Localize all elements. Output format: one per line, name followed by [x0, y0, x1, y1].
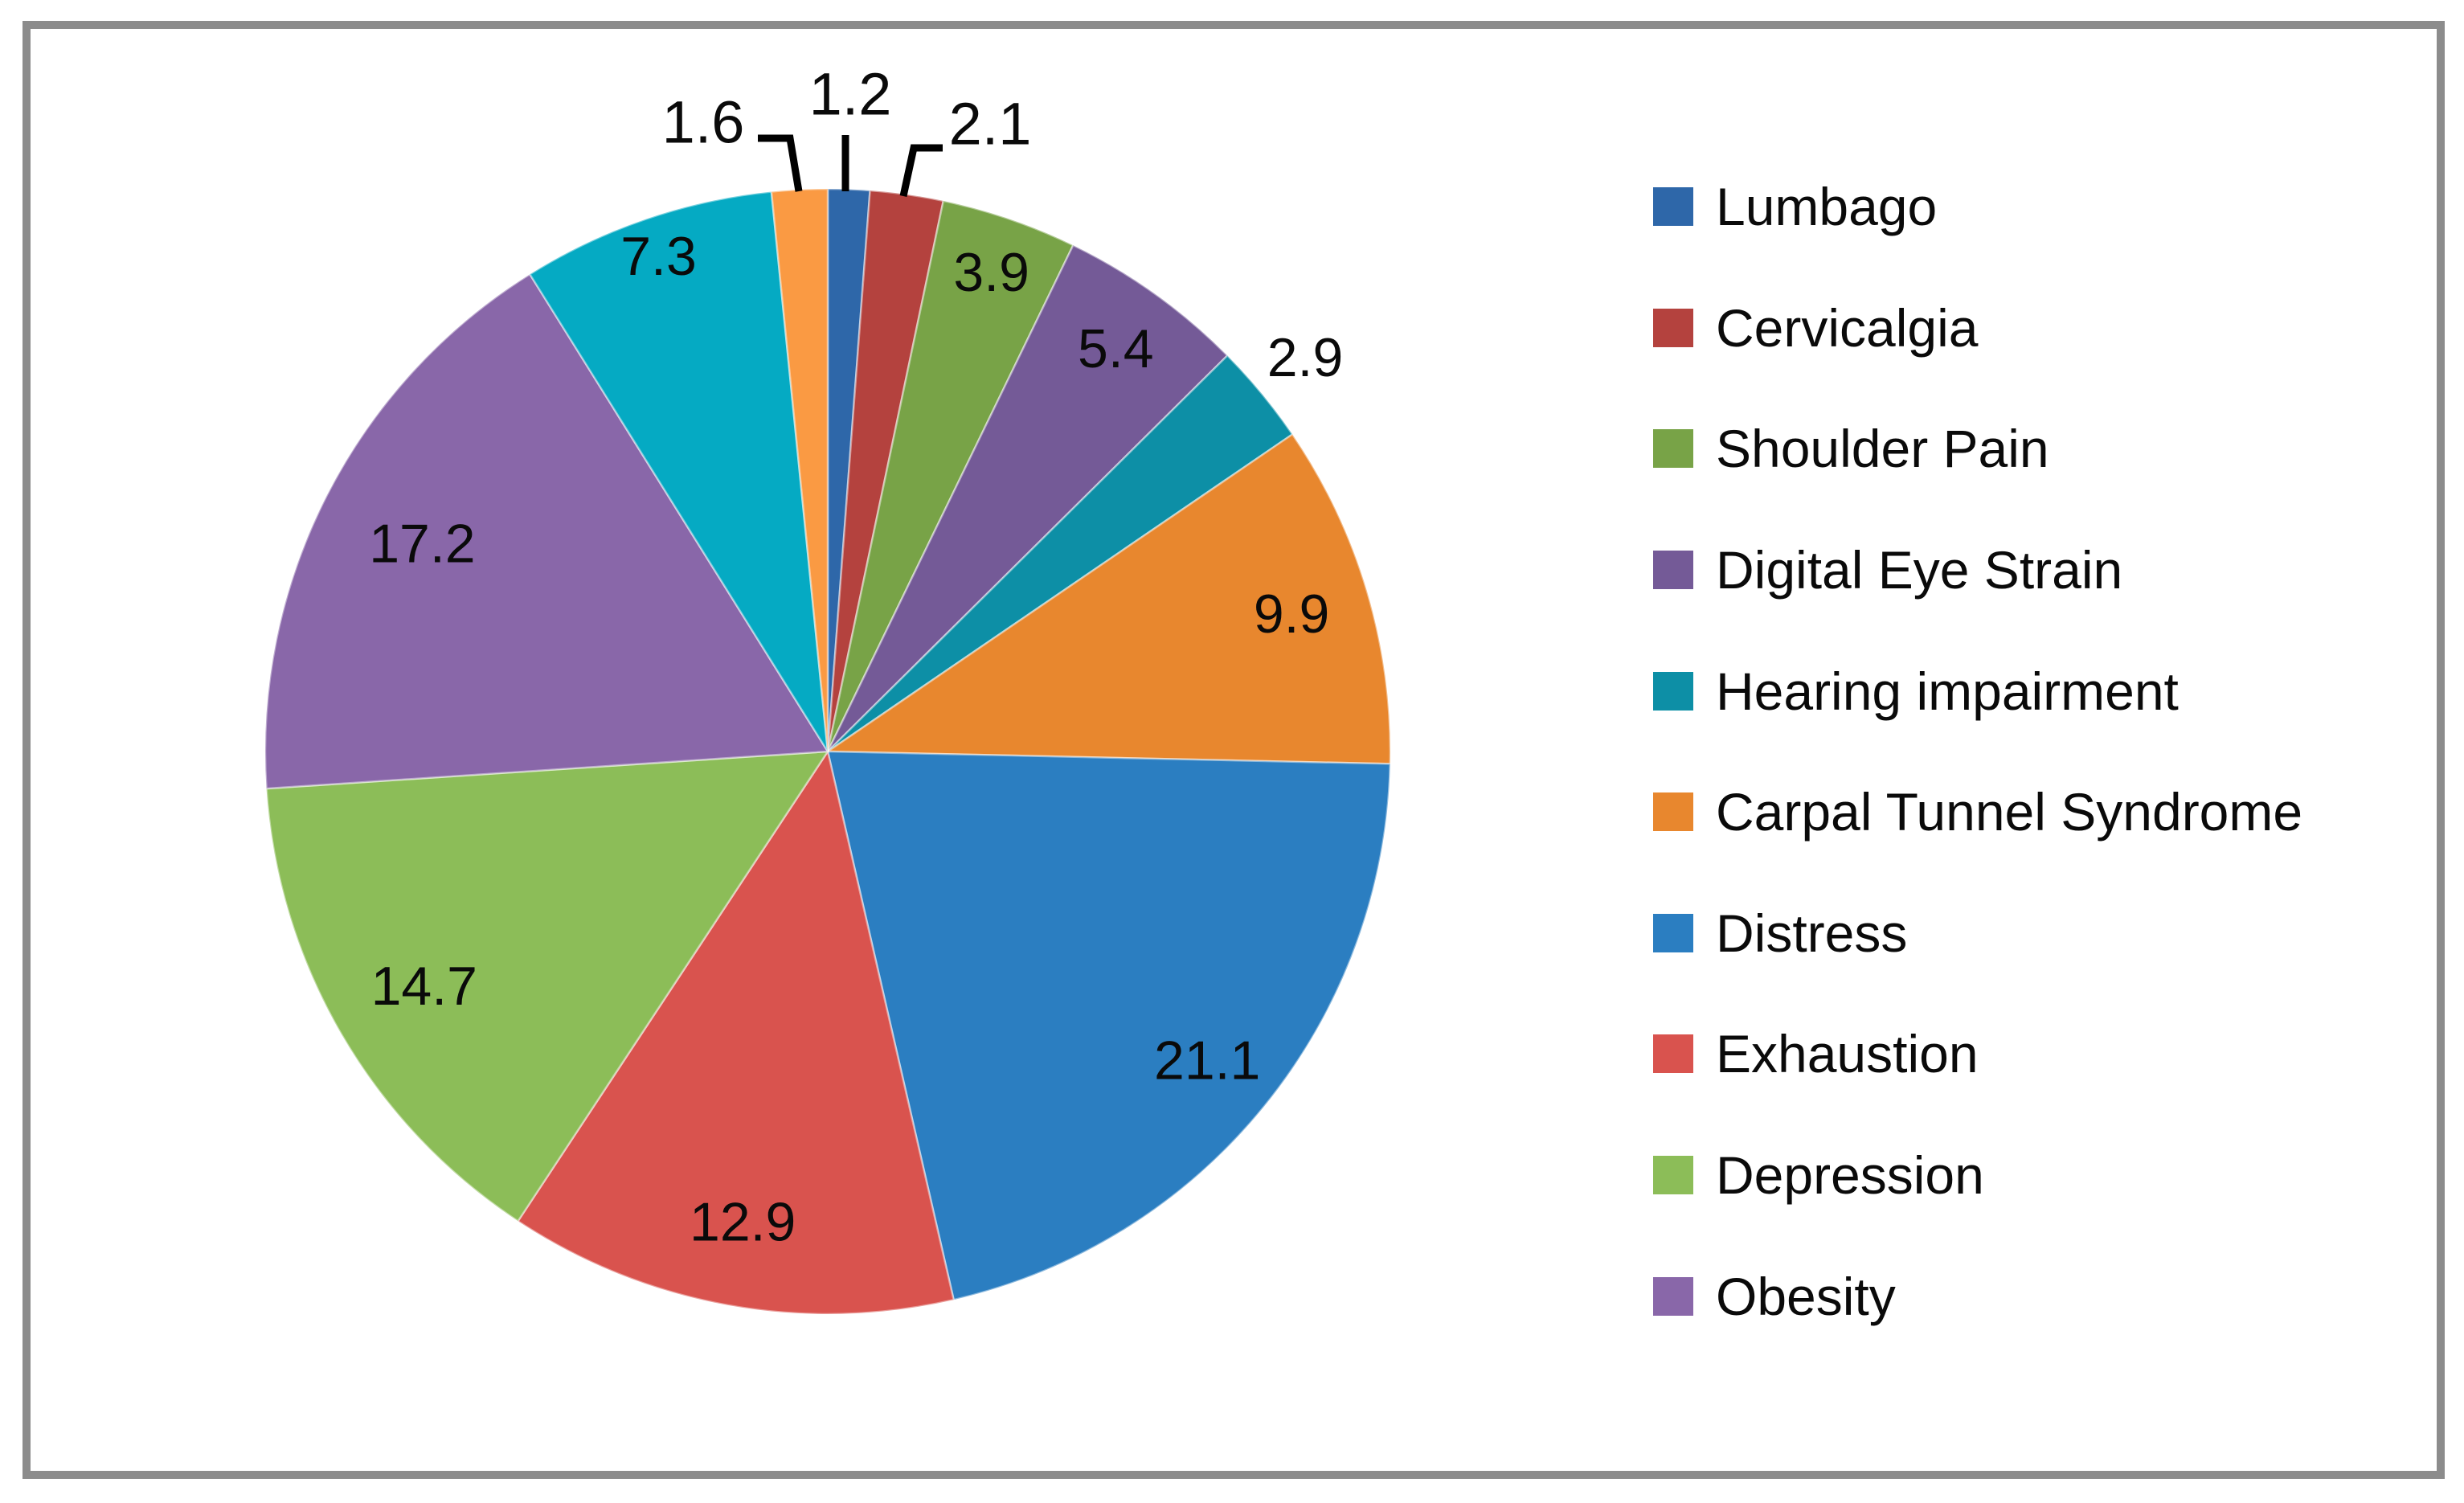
pie-slice-extra-10 [528, 190, 829, 752]
legend-swatch-icon [1653, 551, 1693, 590]
legend-swatch-icon [1653, 308, 1693, 347]
pie-slice-obesity [264, 272, 830, 790]
legend-item-digital-eye-strain: Digital Eye Strain [1653, 510, 2302, 631]
pie-slice-hearing-impairment [827, 354, 1294, 753]
legend-label: Shoulder Pain [1716, 419, 2049, 479]
pie-data-label: 12.9 [690, 1192, 796, 1253]
legend-item-exhaustion: Exhaustion [1653, 993, 2302, 1115]
legend-label: Digital Eye Strain [1716, 540, 2123, 600]
legend-swatch-icon [1653, 1276, 1693, 1316]
leader-line-1-6 [758, 134, 803, 192]
legend-swatch-icon [1653, 671, 1693, 711]
legend-item-shoulder-pain: Shoulder Pain [1653, 388, 2302, 510]
legend-swatch-icon [1653, 792, 1693, 832]
pie-data-label: 3.9 [953, 242, 1029, 303]
legend-item-depression: Depression [1653, 1115, 2302, 1236]
legend-swatch-icon [1653, 187, 1693, 227]
pie-data-label: 17.2 [369, 514, 475, 575]
pie-data-label: 1.2 [809, 61, 892, 128]
pie-slice-depression [265, 750, 830, 1223]
pie-slice-carpal-tunnel-syndrome [825, 432, 1392, 765]
pie-data-label: 21.1 [1154, 1030, 1260, 1091]
legend-label: Exhaustion [1716, 1024, 1979, 1084]
legend-item-lumbago: Lumbago [1653, 146, 2302, 268]
legend-swatch-icon [1653, 913, 1693, 952]
pie-data-label: 2.1 [949, 91, 1032, 158]
legend-item-cervicalgia: Cervicalgia [1653, 268, 2302, 389]
pie-slice-shoulder-pain [826, 199, 1075, 752]
legend-label: Obesity [1716, 1266, 1896, 1326]
legend-label: Hearing impairment [1716, 661, 2179, 721]
legend-label: Carpal Tunnel Syndrome [1716, 782, 2303, 842]
legend-item-distress: Distress [1653, 873, 2302, 994]
pie-slice-distress [826, 750, 1392, 1301]
legend-item-hearing-impairment: Hearing impairment [1653, 630, 2302, 752]
legend-item-obesity: Obesity [1653, 1235, 2302, 1357]
pie-slice-exhaustion [516, 748, 956, 1316]
legend-swatch-icon [1653, 429, 1693, 469]
legend-label: Depression [1716, 1145, 1984, 1206]
pie-data-label: 1.6 [662, 89, 745, 156]
pie-slice-digital-eye-strain [826, 244, 1230, 752]
pie-data-label: 14.7 [371, 956, 477, 1017]
legend-label: Cervicalgia [1716, 297, 1979, 358]
pie-data-label: 2.9 [1267, 327, 1344, 388]
legend-item-carpal-tunnel-syndrome: Carpal Tunnel Syndrome [1653, 752, 2302, 873]
pie-data-label: 5.4 [1078, 318, 1154, 379]
pie-data-label: 7.3 [620, 226, 697, 287]
leader-line-2-1 [899, 144, 943, 197]
pie-data-label: 9.9 [1254, 584, 1330, 645]
legend-label: Lumbago [1716, 177, 1938, 237]
legend-swatch-icon [1653, 1034, 1693, 1074]
legend-swatch-icon [1653, 1156, 1693, 1195]
legend-label: Distress [1716, 903, 1908, 963]
